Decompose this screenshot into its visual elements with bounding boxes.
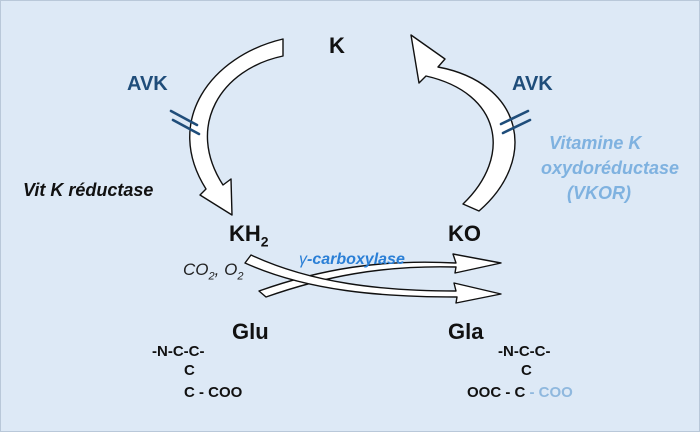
left-cycle-arrow [189,38,284,216]
gla-added-carboxyl: - COO [525,384,573,401]
avk-left-inhibition-bar-2 [171,118,201,136]
vit-k-reductase-label: Vit K réductase [23,180,154,200]
gla-structure-line3: OOC - C - COO [467,384,573,401]
kh2-label: KH2 [229,221,269,250]
vitamin-k-label: K [329,33,345,58]
gases-label: CO2, O2 [183,260,244,283]
vkor-label-line2: oxydoréductase [541,158,680,178]
gla-structure-line1: -N-C-C- [498,343,551,360]
gla-structure-line2: C [521,362,532,379]
avk-right-inhibition-bar-2 [501,118,532,135]
glu-structure-line2: C [184,362,195,379]
glu-label: Glu [232,319,269,344]
gla-label: Gla [448,319,484,344]
avk-left-inhibition-bar-1 [169,109,199,127]
right-cycle-arrow [410,34,516,212]
ko-label: KO [448,221,481,246]
avk-right-label: AVK [512,73,553,95]
vkor-label-line1: Vitamine K [549,133,642,153]
vkor-label-line3: (VKOR) [567,183,631,203]
avk-right-inhibition-bar-1 [499,109,530,126]
avk-left-label: AVK [127,73,168,95]
glu-structure-line1: -N-C-C- [152,343,205,360]
carboxylation-arrow-lower [244,254,502,304]
glu-structure-line3: C - COO [184,384,243,401]
gamma-carboxylase-label: γ-carboxylase [299,251,405,268]
